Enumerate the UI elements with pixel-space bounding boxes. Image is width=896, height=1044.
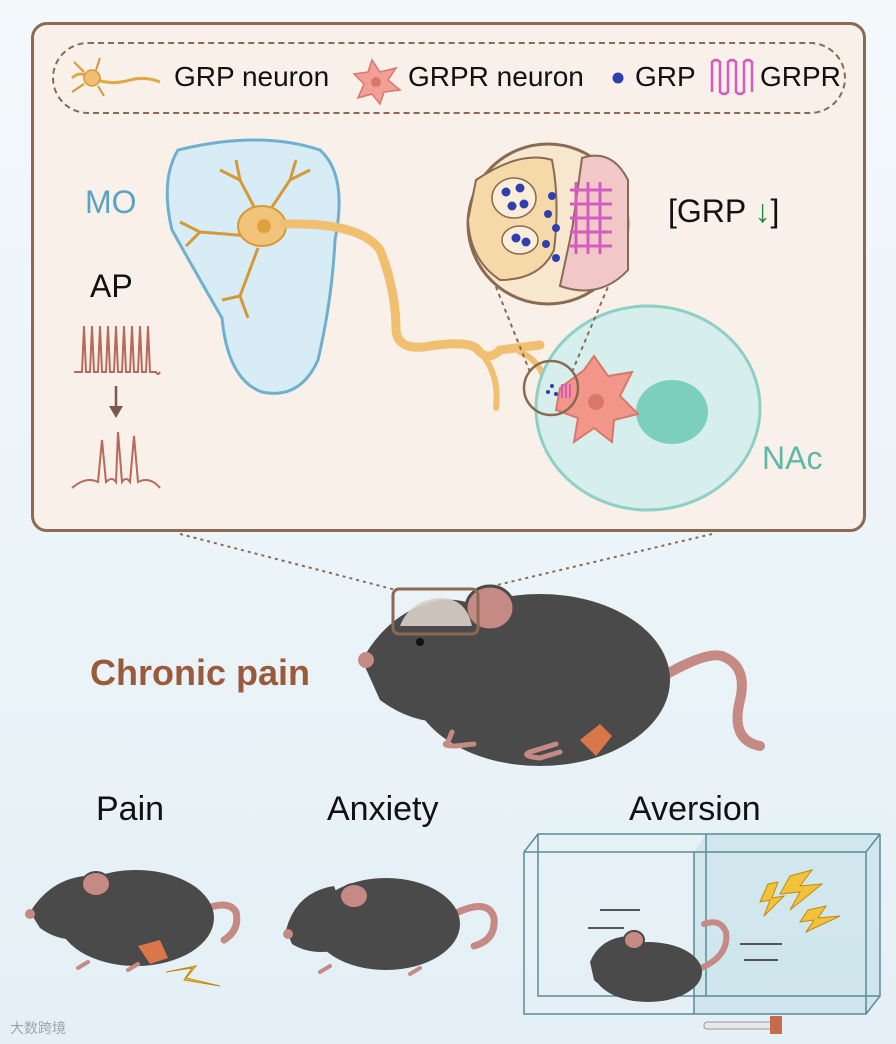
nac-nucleus — [636, 380, 708, 444]
grp-dot-icon — [612, 72, 624, 84]
legend-grpr: GRPR — [760, 61, 841, 92]
brain-region-box — [391, 587, 480, 636]
aversion-chamber — [523, 833, 881, 1015]
behavior-pain-label: Pain — [96, 790, 165, 828]
behavior-aversion-label: Aversion — [629, 790, 761, 828]
synapse-zoom — [466, 142, 630, 306]
anxiety-mouse — [283, 878, 498, 976]
label-nac: NAc — [762, 440, 823, 476]
label-ap: AP — [90, 268, 133, 304]
behavior-anxiety-label: Anxiety — [327, 790, 439, 828]
legend-grpr-neuron: GRPR neuron — [408, 61, 584, 92]
lightning-icon — [759, 869, 841, 934]
synapse-inset-small — [522, 359, 580, 417]
watermark: 大数跨境 — [10, 1020, 66, 1036]
mo-region — [165, 138, 341, 395]
pipette-icon — [703, 1016, 782, 1034]
grpr-neuron-icon — [352, 58, 402, 106]
grp-neuron-icon — [70, 57, 161, 97]
legend-grp: GRP — [635, 61, 696, 92]
ap-trace-high — [74, 325, 161, 375]
pain-mouse — [25, 870, 241, 972]
lightning-icon — [165, 965, 221, 987]
mouse-icon — [358, 584, 765, 766]
grp-neuron-soma — [179, 159, 311, 319]
label-mo: MO — [85, 184, 137, 220]
legend-grp-neuron: GRP neuron — [174, 61, 330, 92]
label-grp-decrease: [GRP ↓] — [668, 193, 780, 229]
ap-trace-low — [71, 431, 161, 489]
chronic-pain-label: Chronic pain — [90, 652, 311, 693]
legend — [52, 42, 846, 114]
down-arrow-icon: ↓ — [754, 193, 771, 229]
aversion-mouse — [588, 909, 782, 1002]
grpr-receptor-icon — [710, 58, 754, 96]
